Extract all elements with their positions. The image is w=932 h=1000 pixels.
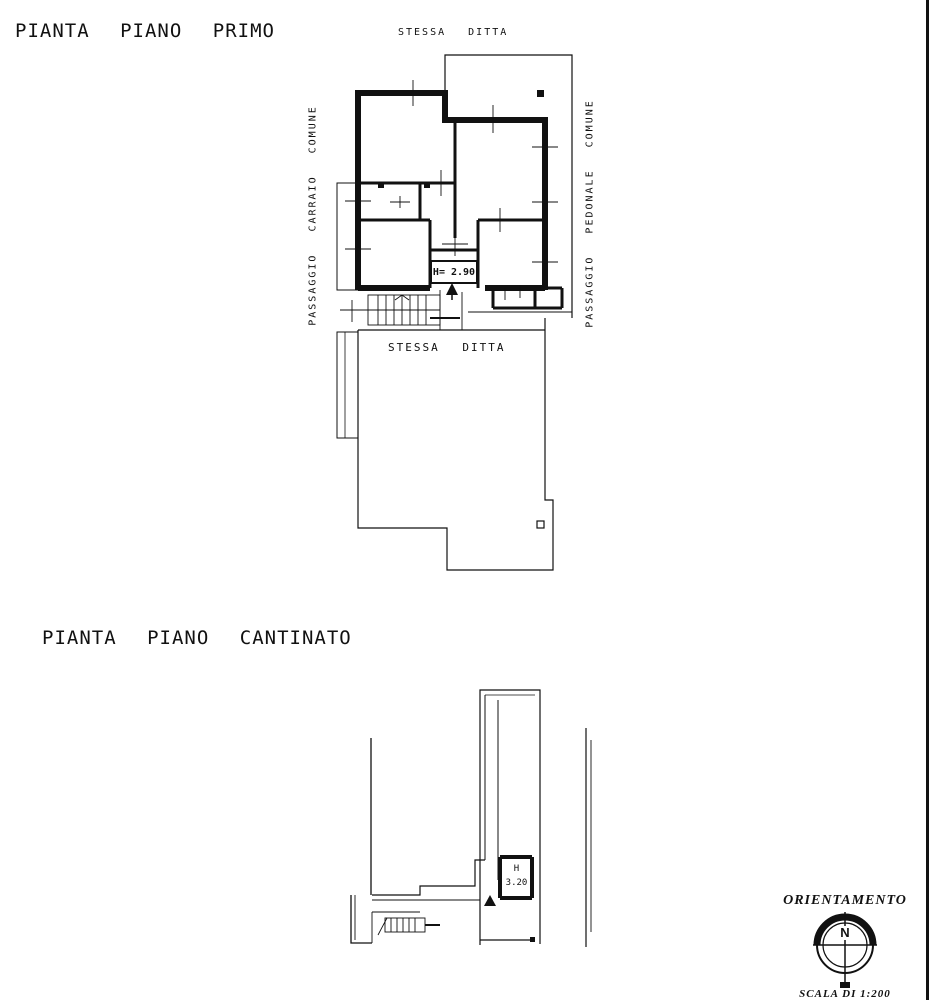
height-value: 3.20	[505, 878, 528, 888]
title-word: PIANTA	[42, 627, 117, 649]
sheet-border	[926, 0, 929, 1000]
basement-plan	[350, 689, 592, 947]
pedestrian-passage-label: PASSAGGIO PEDONALE COMUNE	[585, 89, 596, 339]
first-floor-title: PIANTA PIANO PRIMO	[15, 20, 275, 42]
title-word: PIANTA	[15, 20, 90, 42]
window-marks	[345, 80, 558, 300]
north-symbol: N	[836, 926, 854, 940]
basement-height-label: H 3.20	[503, 860, 530, 896]
bottom-neighbor-label: STESSA DITTA	[388, 341, 506, 354]
court-outline	[357, 318, 554, 571]
stair-basement	[371, 911, 440, 943]
scale-label: SCALA DI 1:200	[799, 988, 891, 1000]
label-word: STESSA	[388, 341, 440, 354]
basement-entry-arrow	[484, 895, 496, 906]
left-boundary	[336, 182, 358, 291]
left-annex	[336, 331, 358, 439]
first-floor-height-label: H= 2.90	[430, 260, 478, 284]
label-word: CARRAIO	[307, 175, 319, 232]
height-h: H	[513, 864, 520, 874]
label-word: COMUNE	[307, 105, 319, 154]
compass-symbol	[813, 912, 877, 988]
terrace-marker	[536, 520, 545, 529]
first-floor-plan	[336, 54, 573, 571]
height-text: H= 2.90	[432, 266, 476, 278]
terrace-outline	[444, 54, 573, 318]
basement-title: PIANTA PIANO CANTINATO	[42, 627, 352, 649]
title-word: CANTINATO	[239, 627, 352, 649]
title-word: PRIMO	[212, 20, 275, 42]
orientation-title: ORIENTAMENTO	[783, 893, 907, 908]
carriage-passage-label: PASSAGGIO CARRAIO COMUNE	[308, 91, 319, 341]
label-word: PEDONALE	[584, 169, 596, 234]
label-word: DITTA	[462, 341, 506, 354]
label-word: COMUNE	[584, 99, 596, 148]
label-word: STESSA	[398, 27, 447, 38]
entry-arrow	[446, 283, 458, 295]
label-word: PASSAGGIO	[307, 253, 319, 326]
label-word: DITTA	[468, 27, 509, 38]
title-word: PIANO	[120, 20, 183, 42]
top-neighbor-label: STESSA DITTA	[398, 27, 508, 38]
stair-first-floor	[340, 290, 572, 330]
label-word: PASSAGGIO	[584, 255, 596, 328]
title-word: PIANO	[147, 627, 210, 649]
